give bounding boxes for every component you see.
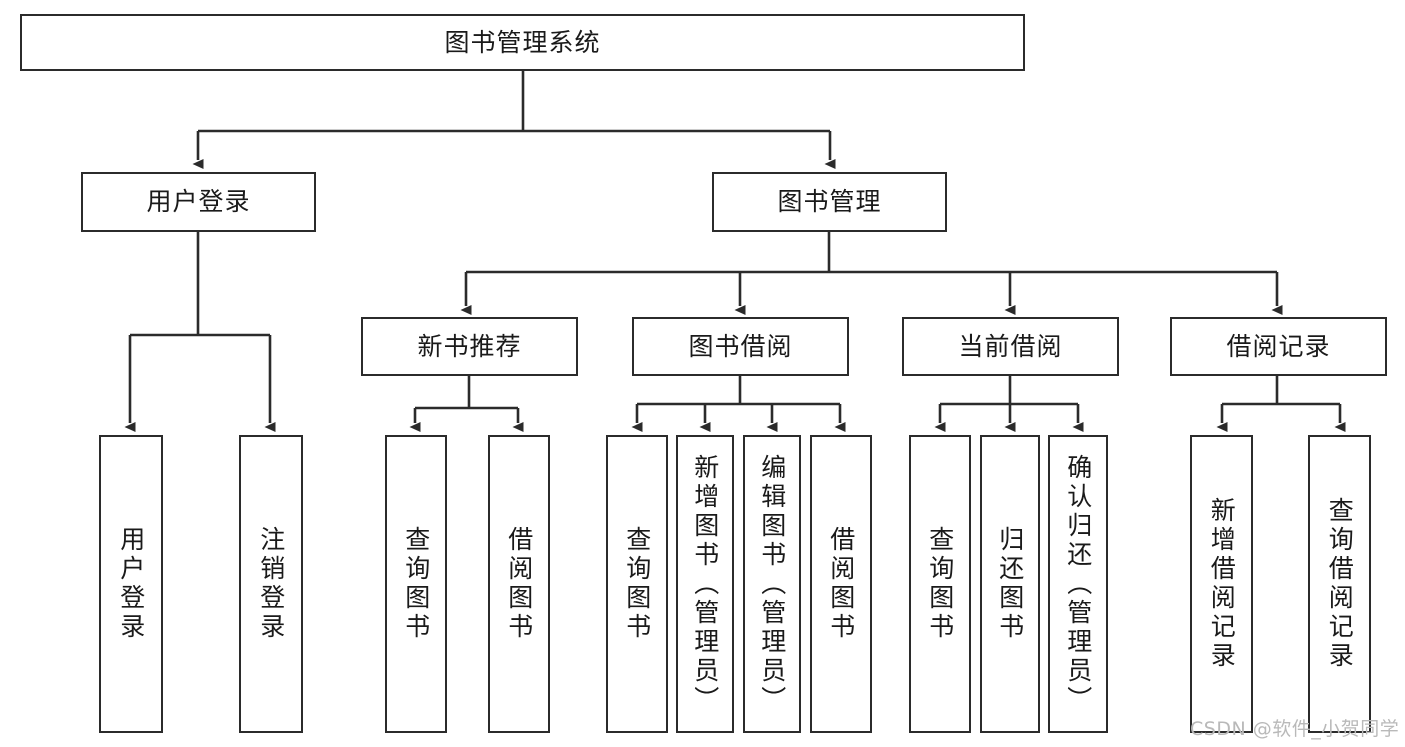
node-root-system[interactable]: 图书管理系统 xyxy=(20,14,1025,71)
leaf-query-book-borrow[interactable]: 查询图书 xyxy=(606,435,668,733)
leaf-edit-book-admin[interactable]: 编辑图书（管理员） xyxy=(743,435,801,733)
node-book-manage[interactable]: 图书管理 xyxy=(712,172,947,232)
node-current-borrow[interactable]: 当前借阅 xyxy=(902,317,1119,376)
leaf-borrow-book-recommend[interactable]: 借阅图书 xyxy=(488,435,550,733)
leaf-confirm-return-admin[interactable]: 确认归还（管理员） xyxy=(1048,435,1108,733)
leaf-add-book-admin[interactable]: 新增图书（管理员） xyxy=(676,435,734,733)
leaf-query-borrow-record[interactable]: 查询借阅记录 xyxy=(1308,435,1371,733)
leaf-query-book-recommend[interactable]: 查询图书 xyxy=(385,435,447,733)
leaf-return-book[interactable]: 归还图书 xyxy=(980,435,1040,733)
leaf-borrow-book-borrow[interactable]: 借阅图书 xyxy=(810,435,872,733)
node-user-login[interactable]: 用户登录 xyxy=(81,172,316,232)
leaf-user-logout[interactable]: 注销登录 xyxy=(239,435,303,733)
node-book-borrow[interactable]: 图书借阅 xyxy=(632,317,849,376)
csdn-watermark: CSDN @软件_小贺同学 xyxy=(1190,718,1400,740)
leaf-user-login[interactable]: 用户登录 xyxy=(99,435,163,733)
node-new-book-recommend[interactable]: 新书推荐 xyxy=(361,317,578,376)
node-borrow-record[interactable]: 借阅记录 xyxy=(1170,317,1387,376)
leaf-add-borrow-record[interactable]: 新增借阅记录 xyxy=(1190,435,1253,733)
leaf-query-book-current[interactable]: 查询图书 xyxy=(909,435,971,733)
